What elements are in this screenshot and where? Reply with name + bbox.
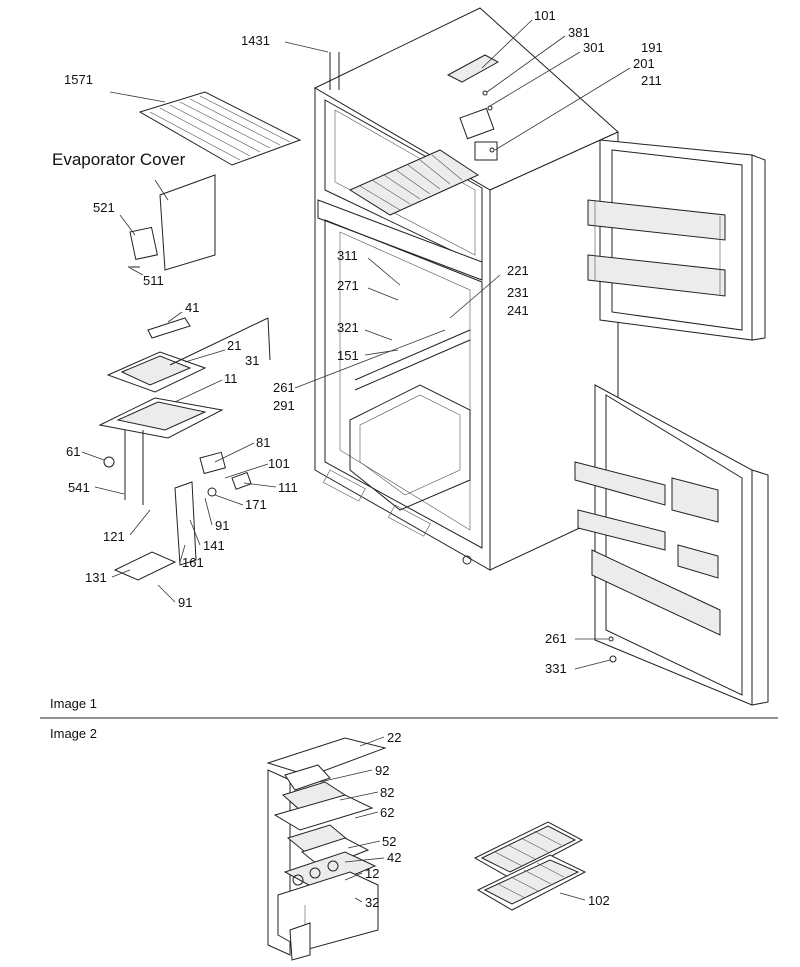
section-label-image2: Image 2: [50, 726, 97, 741]
label-191: 191: [641, 40, 663, 55]
ice-bin-assembly: [266, 737, 387, 961]
label-92: 92: [375, 763, 389, 778]
label-541: 541: [68, 480, 90, 495]
label-231: 231: [507, 285, 529, 300]
label-101-b: 101: [268, 456, 290, 471]
label-62: 62: [380, 805, 394, 820]
fresh-food-door: [574, 384, 769, 706]
evaporator-cover: [128, 174, 216, 271]
icemaker-assembly: [98, 317, 271, 581]
label-52: 52: [382, 834, 396, 849]
label-291: 291: [273, 398, 295, 413]
label-121: 121: [103, 529, 125, 544]
label-61: 61: [66, 444, 80, 459]
label-211: 211: [641, 73, 662, 88]
label-511: 511: [143, 273, 164, 288]
label-381: 381: [568, 25, 590, 40]
leader-lines-image2: [319, 736, 586, 903]
label-101: 101: [534, 8, 556, 23]
label-311: 311: [337, 248, 358, 263]
label-321: 321: [337, 320, 359, 335]
label-141: 141: [203, 538, 225, 553]
label-111: 111: [278, 480, 298, 495]
label-1431: 1431: [241, 33, 270, 48]
label-301: 301: [583, 40, 605, 55]
label-271: 271: [337, 278, 359, 293]
freezer-door: [587, 139, 766, 341]
refrigerator-cabinet: [313, 7, 619, 571]
ice-trays: [473, 821, 587, 911]
label-42: 42: [387, 850, 401, 865]
label-171: 171: [245, 497, 267, 512]
label-102: 102: [588, 893, 610, 908]
label-41: 41: [185, 300, 199, 315]
part-labels-image2: 22 92 82 62 52 42 12 32 102: [365, 730, 610, 910]
top-hinge-parts: [329, 52, 500, 161]
label-1571: 1571: [64, 72, 93, 87]
label-131: 131: [85, 570, 107, 585]
leader-lines-image1: [81, 19, 631, 670]
label-12: 12: [365, 866, 379, 881]
label-201: 201: [633, 56, 655, 71]
label-22: 22: [387, 730, 401, 745]
label-91-b: 91: [178, 595, 192, 610]
label-81: 81: [256, 435, 270, 450]
freezer-shelf: [138, 91, 302, 166]
label-261: 261: [273, 380, 295, 395]
label-31: 31: [245, 353, 259, 368]
section-label-image1: Image 1: [50, 696, 97, 711]
label-331: 331: [545, 661, 567, 676]
label-261-b: 261: [545, 631, 567, 646]
part-labels-image1: 1431 101 381 301 191 201 211 1571 Evapor…: [52, 8, 663, 676]
label-82: 82: [380, 785, 394, 800]
label-151: 151: [337, 348, 359, 363]
label-evaporator-cover: Evaporator Cover: [52, 150, 186, 169]
label-221: 221: [507, 263, 529, 278]
label-32: 32: [365, 895, 379, 910]
label-521: 521: [93, 200, 115, 215]
label-21: 21: [227, 338, 241, 353]
label-11: 11: [224, 371, 238, 386]
label-161: 161: [182, 555, 204, 570]
label-91: 91: [215, 518, 229, 533]
label-241: 241: [507, 303, 529, 318]
